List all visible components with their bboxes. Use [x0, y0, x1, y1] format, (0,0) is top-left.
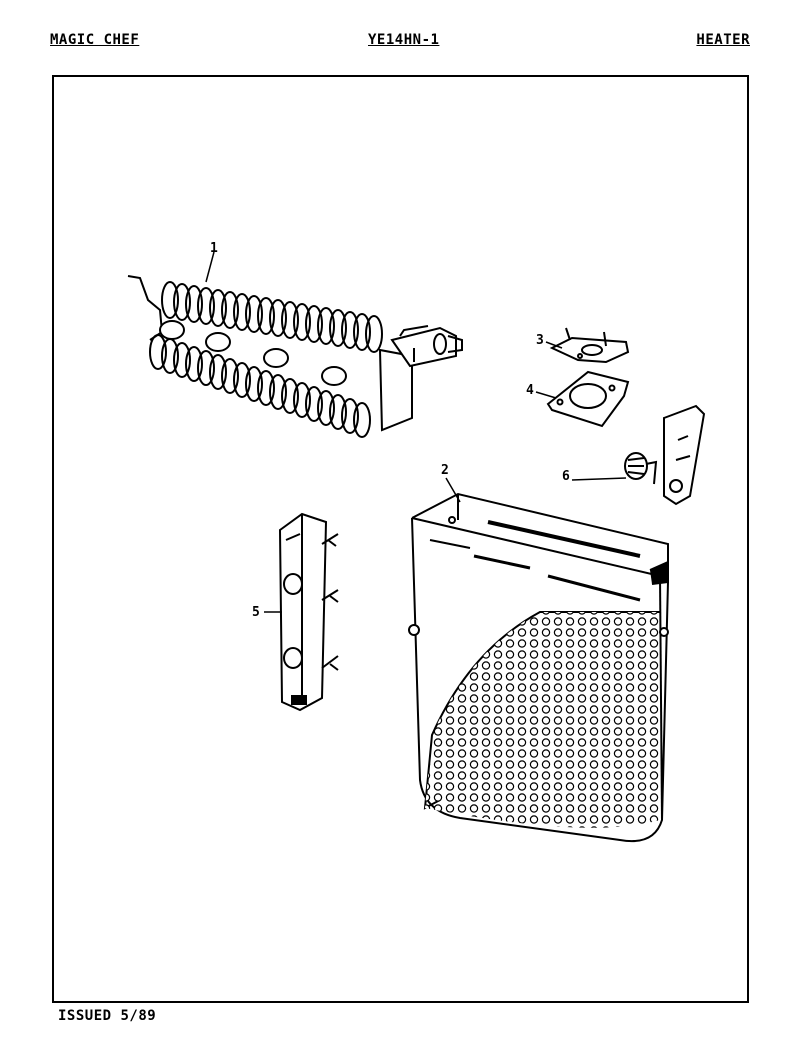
callout-6: 6 — [562, 469, 570, 484]
diagram-frame — [52, 75, 749, 1003]
callout-3: 3 — [536, 333, 544, 348]
heater-housing-part — [408, 492, 669, 842]
brand-label: MAGIC CHEF — [50, 32, 140, 48]
heater-element-part — [127, 275, 463, 438]
callout-2: 2 — [441, 463, 449, 478]
thermal-fuse-part — [624, 404, 706, 506]
callout-1: 1 — [210, 241, 218, 256]
section-title: HEATER — [696, 32, 750, 48]
callout-5: 5 — [252, 605, 260, 620]
gasket-part — [546, 370, 630, 428]
callout-4: 4 — [526, 383, 534, 398]
model-number: YE14HN-1 — [368, 32, 440, 48]
issued-date: ISSUED 5/89 — [58, 1008, 157, 1024]
terminal-block-part — [278, 512, 339, 712]
thermostat-part — [549, 327, 630, 364]
